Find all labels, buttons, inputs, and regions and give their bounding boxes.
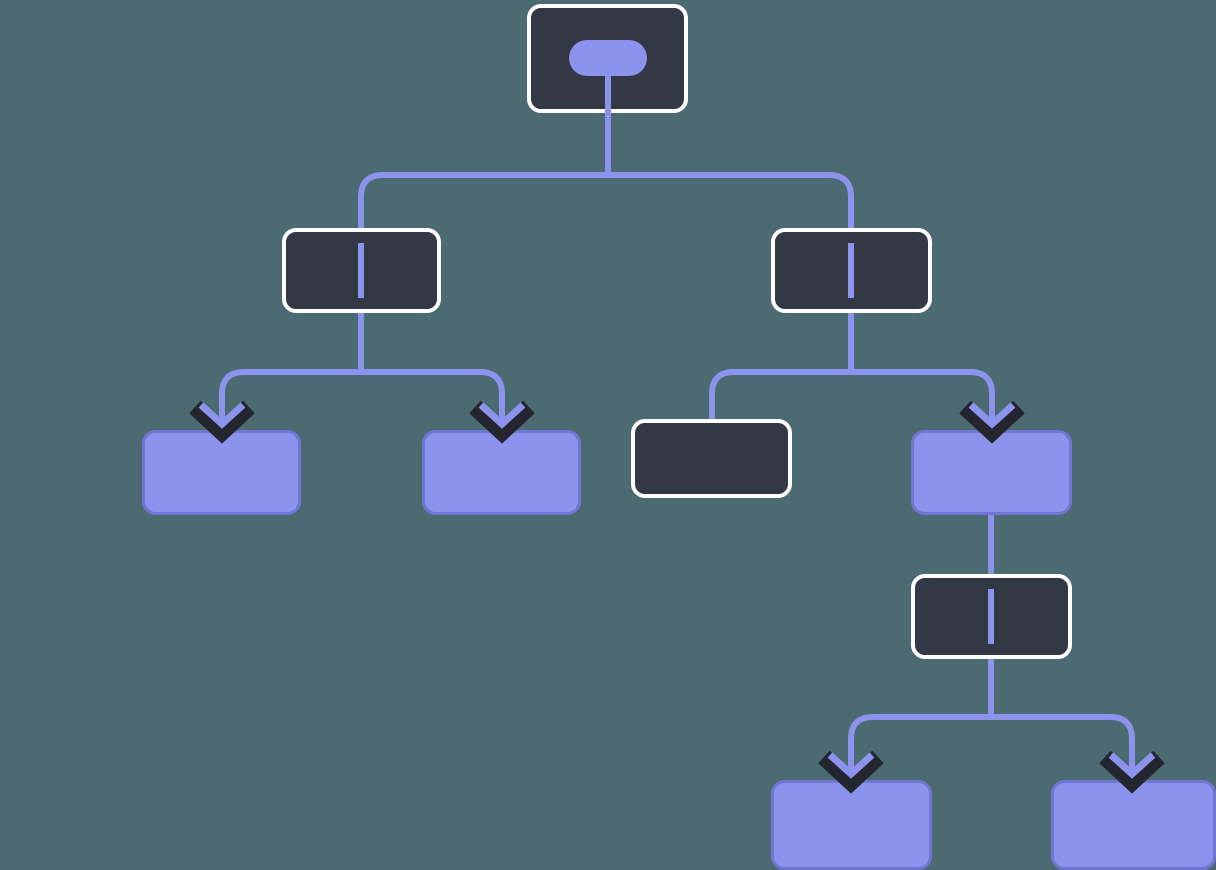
- arrow-light-chevron-icon: [198, 402, 246, 429]
- connector-left-branch-to-leaf-two-arrowhead: [469, 400, 535, 444]
- left-leaf-two-box[interactable]: [422, 430, 581, 515]
- connector-left-branch-to-leaf-one: [219, 369, 361, 424]
- connector-deep-node-to-bottom-leaf-one: [848, 714, 991, 774]
- connector-right-branch-to-outlined-node: [709, 369, 851, 419]
- arrow-dark-chevron-icon: [469, 400, 535, 444]
- right-branch-node[interactable]: [771, 228, 932, 313]
- bottom-leaf-two-box[interactable]: [1051, 780, 1216, 870]
- bottom-leaf-two[interactable]: [1051, 780, 1216, 870]
- connector-left-branch-to-leaf-two: [361, 369, 505, 424]
- root-node[interactable]: [527, 4, 688, 113]
- arrow-dark-chevron-icon: [189, 400, 255, 444]
- connector-layer: [219, 113, 1135, 774]
- arrow-light-chevron-icon: [827, 752, 875, 779]
- connector-root-to-right-branch: [608, 172, 854, 228]
- connector-root-to-left-branch: [358, 172, 608, 228]
- connector-deep-node-to-bottom-leaf-one-arrowhead: [818, 750, 884, 794]
- node-layer: [142, 4, 1216, 870]
- arrow-dark-chevron-icon: [959, 400, 1025, 444]
- right-purple-node[interactable]: [911, 430, 1072, 515]
- connector-right-branch-to-purple-node-arrowhead: [959, 400, 1025, 444]
- right-deep-dark-node[interactable]: [911, 574, 1072, 659]
- right-purple-node-box[interactable]: [911, 430, 1072, 515]
- bottom-leaf-one[interactable]: [771, 780, 932, 870]
- left-leaf-one[interactable]: [142, 430, 301, 515]
- arrow-light-chevron-icon: [478, 402, 526, 429]
- connector-right-branch-to-purple-node: [851, 369, 995, 424]
- arrow-light-chevron-icon: [1108, 752, 1156, 779]
- root-node-pill-marker: [569, 40, 647, 76]
- left-branch-node[interactable]: [282, 228, 441, 313]
- arrow-dark-chevron-icon: [1099, 750, 1165, 794]
- connector-deep-node-to-bottom-leaf-two-arrowhead: [1099, 750, 1165, 794]
- right-outlined-node[interactable]: [631, 419, 792, 498]
- arrow-light-chevron-icon: [968, 402, 1016, 429]
- left-leaf-two[interactable]: [422, 430, 581, 515]
- bottom-leaf-one-box[interactable]: [771, 780, 932, 870]
- connector-left-branch-to-leaf-one-arrowhead: [189, 400, 255, 444]
- arrowhead-layer: [189, 400, 1165, 794]
- arrow-dark-chevron-icon: [818, 750, 884, 794]
- connector-deep-node-to-bottom-leaf-two: [991, 714, 1135, 774]
- right-outlined-node-box[interactable]: [631, 419, 792, 498]
- left-leaf-one-box[interactable]: [142, 430, 301, 515]
